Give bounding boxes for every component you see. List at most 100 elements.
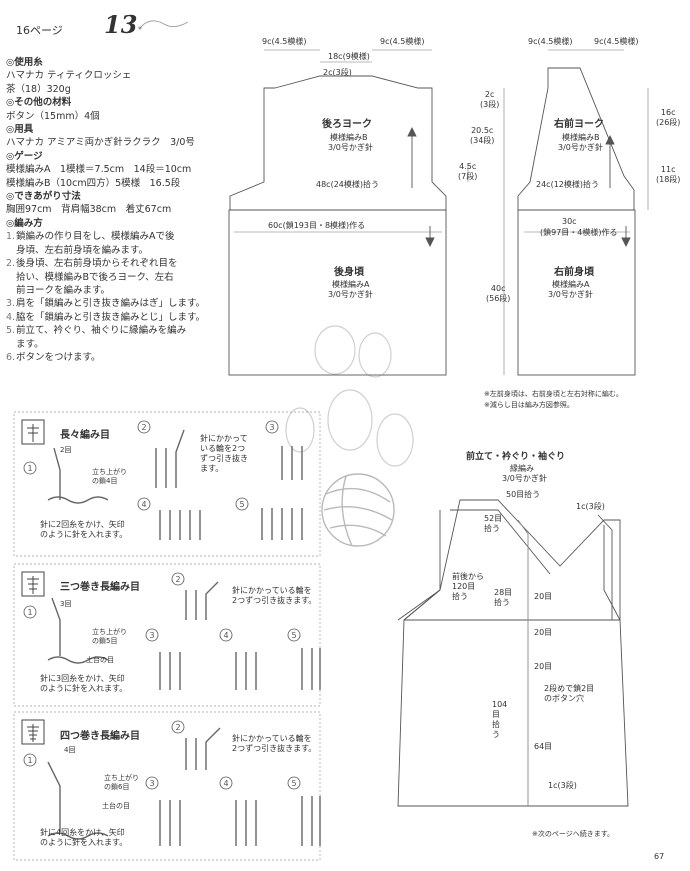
- edging-pick-20a: 20目: [534, 592, 553, 601]
- stitch3-turning-chain: 立ち上がり の鎖6目: [104, 774, 139, 791]
- stitch-box-2: [13, 563, 321, 707]
- back-dim-top-right: 9c(4.5模様): [380, 37, 425, 46]
- front-dim-body-height: 40c (56段): [486, 284, 511, 303]
- watermark-yarn-ball: [321, 473, 395, 547]
- stitch-symbol-box-3: [21, 719, 45, 745]
- materials-line: 胸囲97cm 背肩幅38cm 着丈67cm: [6, 204, 172, 216]
- materials-line: 茶（18）320g: [6, 83, 71, 95]
- materials-line: 模様編みA 1模様＝7.5cm 14段＝10cm: [6, 164, 192, 176]
- front-body-title: 右前身頃: [554, 267, 594, 278]
- front-note-decrease: ※減らし目は編み方図参照。: [484, 401, 574, 409]
- section-bullet-icon: ◎: [6, 217, 15, 229]
- back-body-title: 後身頃: [334, 267, 364, 278]
- continue-note: ※次のページへ続きます。: [532, 830, 615, 838]
- stitch1-step2-text: 針にかかって いる輪を2つ ずつ引き抜き ます。: [200, 434, 248, 473]
- edging-buttonhole-note: 2段めで鎖2目 のボタン穴: [544, 684, 595, 703]
- page-number: 67: [654, 852, 665, 861]
- stitch-illustrations: [47, 429, 321, 846]
- front-yoke-hook: 3/0号かぎ針: [558, 143, 603, 152]
- section-bullet-icon: ◎: [6, 57, 15, 68]
- materials-line: 模様編みB（10cm四方）5模様 16.5段: [6, 177, 181, 189]
- svg-text:5: 5: [239, 500, 244, 509]
- edging-pick-120: 前後から 120目 拾う: [452, 572, 484, 601]
- svg-text:2: 2: [175, 723, 180, 732]
- svg-text:2: 2: [141, 423, 146, 432]
- back-dim-top-center: 18c(9模様): [328, 52, 370, 61]
- back-yoke-pickup: 48c(24模様)拾う: [316, 180, 379, 189]
- back-yoke-title: 後ろヨーク: [322, 119, 372, 130]
- materials-line: ◎できあがり寸法: [6, 191, 81, 203]
- stitch-box-1: [13, 411, 321, 557]
- stitch-box-3: [13, 711, 321, 861]
- edging-pick-28: 28目 拾う: [494, 588, 513, 607]
- svg-text:3: 3: [269, 423, 274, 432]
- svg-text:5: 5: [291, 631, 296, 640]
- back-dim-armhole: 4.5c (7段): [458, 162, 478, 181]
- edging-pick-20b: 20目: [534, 628, 553, 637]
- section-bullet-icon: ◎: [6, 150, 15, 162]
- stitch1-title: 長々編み目: [60, 430, 110, 441]
- stitch-symbol-box-2: [21, 571, 45, 597]
- back-body-pattern: 模様編みA: [332, 280, 370, 289]
- stitch2-step1-text: 針に3回糸をかけ、矢印 のように針を入れます。: [40, 674, 128, 693]
- back-body-hook: 3/0号かぎ針: [328, 290, 373, 299]
- edging-rows-bottom: 1c(3段): [548, 781, 577, 790]
- edging-pick-104: 104目拾う: [492, 700, 508, 739]
- back-dim-yoke-height: 20.5c (34段): [470, 126, 495, 145]
- edging-title: 前立て・衿ぐり・袖ぐり: [466, 452, 566, 462]
- edging-hook: 3/0号かぎ針: [502, 474, 547, 483]
- back-yoke-hook: 3/0号かぎ針: [328, 143, 373, 152]
- stitch3-wraps: 4回: [64, 746, 76, 754]
- stitch3-step2-text: 針にかかっている輪を 2つずつ引き抜きます。: [232, 734, 317, 753]
- section-bullet-icon: ◎: [6, 124, 15, 136]
- stitch2-base: 土台の目: [86, 656, 114, 664]
- materials-line: ハマナカ ティティクロッシェ: [6, 70, 132, 82]
- back-body-outline: [228, 209, 447, 376]
- stitch1-step1-text: 針に2回糸をかけ、矢印 のように針を入れます。: [40, 520, 128, 539]
- materials-line: 4.脇を「鎖編みと引き抜き編みとじ」します。: [6, 311, 206, 323]
- stitch2-wraps: 3回: [60, 600, 72, 608]
- materials-line: ハマナカ アミアミ両かぎ針ラクラク 3/0号: [6, 137, 195, 149]
- materials-line: 2.後身頃、左右前身頃からそれぞれ目を: [6, 258, 178, 270]
- svg-text:3: 3: [149, 779, 154, 788]
- stitch2-turning-chain: 立ち上がり の鎖5目: [92, 628, 127, 645]
- back-body-cast-on: 60c(鎖193目・8模様)作る: [268, 221, 366, 230]
- front-body-pattern: 模様編みA: [552, 280, 590, 289]
- front-body-hook: 3/0号かぎ針: [548, 290, 593, 299]
- stitch-symbol-box-1: [21, 419, 45, 445]
- edging-pick-20c: 20目: [534, 662, 553, 671]
- svg-text:3: 3: [149, 631, 154, 640]
- materials-line: ◎用具: [6, 124, 34, 136]
- materials-line: ◎編み方: [6, 217, 43, 229]
- front-dim-side: 11c (18段): [656, 165, 681, 184]
- svg-text:4: 4: [141, 500, 146, 509]
- front-dim-neck: 16c (26段): [656, 108, 681, 127]
- materials-line: 6.ボタンをつけます。: [6, 351, 101, 363]
- materials-line: ◎使用糸: [6, 57, 43, 68]
- front-dim-top-right: 9c(4.5模様): [594, 37, 639, 46]
- svg-text:4: 4: [223, 779, 228, 788]
- front-yoke-pickup: 24c(12模様)拾う: [536, 180, 599, 189]
- svg-text:5: 5: [291, 779, 296, 788]
- stitch3-base: 土台の目: [102, 802, 130, 810]
- edging-rows-top: 1c(3段): [576, 502, 605, 511]
- back-dim-top-left: 9c(4.5模様): [262, 37, 307, 46]
- stitch2-title: 三つ巻き長編み目: [60, 582, 140, 593]
- materials-line: ◎その他の材料: [6, 97, 72, 109]
- watermark-cactus: [285, 325, 414, 467]
- front-note-left-mirror: ※左前身頃は、右前身頃と左右対称に編む。: [484, 390, 623, 398]
- materials-line: ボタン（15mm）4個: [6, 110, 100, 122]
- materials-line: 5.前立て、衿ぐり、袖ぐりに縁編みを編み: [6, 325, 187, 337]
- svg-text:1: 1: [27, 756, 32, 765]
- back-dim-shoulder-rows: 2c (3段): [480, 90, 500, 109]
- materials-line: 身頃、左右前身頃を編みます。: [16, 244, 149, 256]
- stitch3-title: 四つ巻き長編み目: [60, 731, 140, 742]
- front-body-cast-on: (鎖97目・4模様)作る: [540, 228, 618, 237]
- edging-pick-52: 52目 拾う: [484, 514, 503, 533]
- front-yoke-pattern: 模様編みB: [562, 133, 600, 142]
- stitch2-step2-text: 針にかかっている輪を 2つずつ引き抜きます。: [232, 586, 317, 605]
- header-pattern-number: 13: [104, 10, 138, 39]
- back-yoke-pattern: 模様編みB: [330, 133, 368, 142]
- materials-line: ◎ゲージ: [6, 150, 43, 162]
- edging-pattern: 縁編み: [510, 464, 534, 473]
